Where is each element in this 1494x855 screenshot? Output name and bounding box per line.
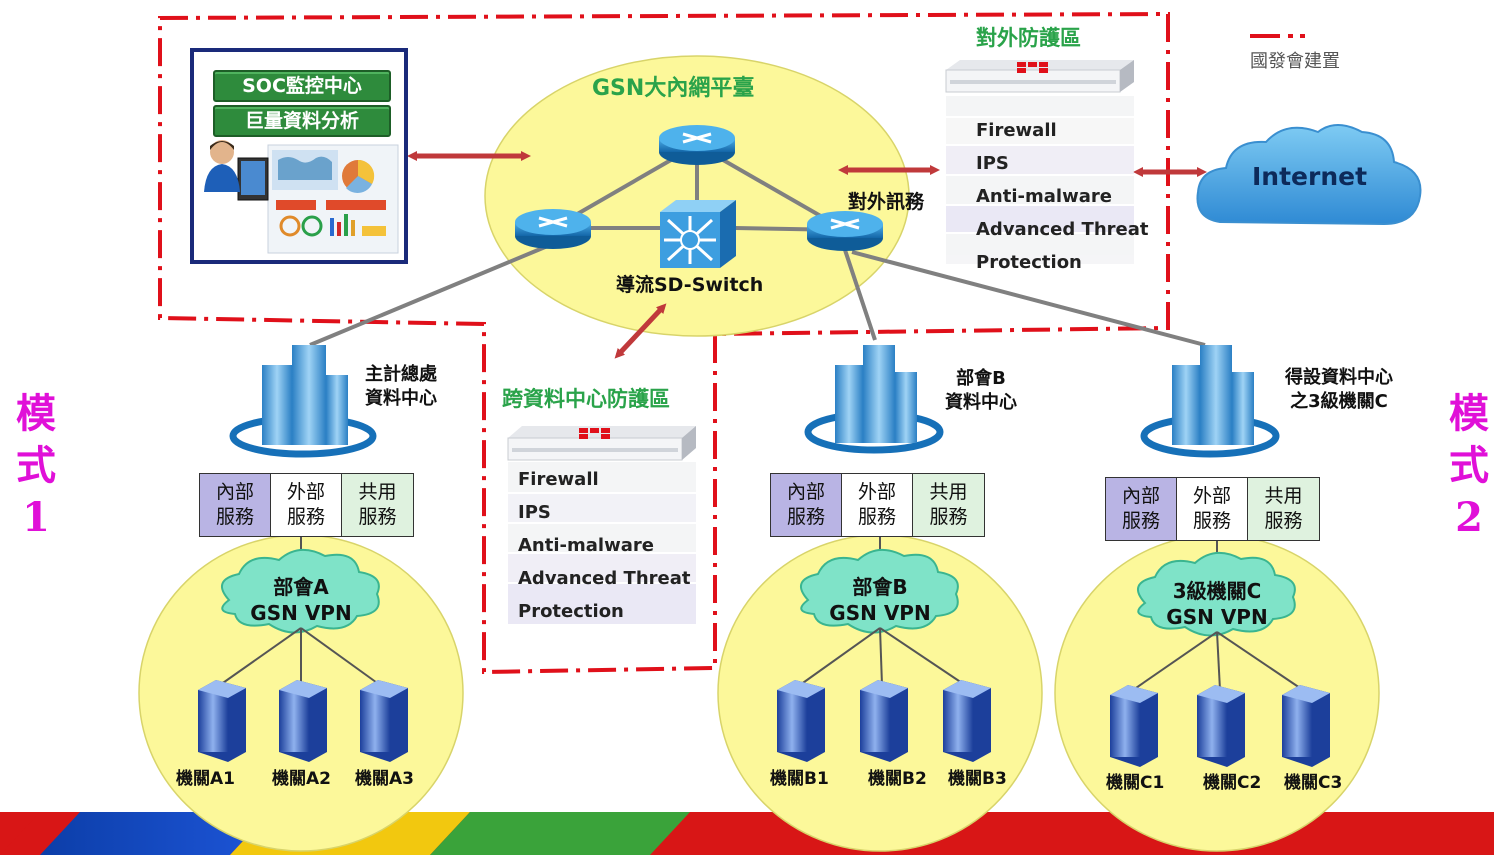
site-a-internal-service: 內部 服務	[200, 474, 271, 536]
legend-label: 國發會建置	[1250, 51, 1340, 72]
agency-b2-label: 機關B2	[868, 769, 927, 789]
external-traffic-label: 對外訊務	[848, 191, 925, 213]
legend	[1250, 34, 1305, 38]
ext-ips-label: IPS	[976, 153, 1009, 174]
site-a-graphics	[138, 345, 464, 852]
agency-b1-label: 機關B1	[770, 769, 829, 789]
site-b-graphics	[717, 345, 1043, 852]
arrows	[407, 151, 1207, 359]
site-c-external-service: 外部 服務	[1177, 478, 1248, 540]
site-c-vpn-label: 3級機關C GSN VPN	[1166, 579, 1268, 629]
site-c-datacenter-label: 得設資料中心 之3級機關C	[1285, 367, 1393, 412]
site-a-external-service: 外部 服務	[271, 474, 342, 536]
agency-c2-label: 機關C2	[1203, 773, 1262, 793]
site-b-shared-service: 共用 服務	[913, 474, 984, 536]
internet-cloud-icon	[1196, 124, 1422, 226]
ext-protection-label: Protection	[976, 252, 1082, 273]
agency-a1-label: 機關A1	[176, 769, 235, 789]
ext-firewall-label: Firewall	[976, 120, 1057, 141]
internet-label: Internet	[1252, 162, 1368, 191]
site-c-service-table: 內部 服務 外部 服務 共用 服務	[1105, 477, 1320, 541]
site-a-datacenter-label: 主計總處 資料中心	[365, 364, 437, 409]
platform-links	[309, 243, 1206, 347]
router-left	[515, 209, 591, 249]
cross-advanced-threat-label: Advanced Threat	[518, 568, 691, 589]
cross-protection-label: Protection	[518, 601, 624, 622]
big-data-analysis-button: 巨量資料分析	[213, 105, 391, 137]
site-a-service-table: 內部 服務 外部 服務 共用 服務	[199, 473, 414, 537]
router-top	[659, 125, 735, 165]
agency-a3-label: 機關A3	[355, 769, 414, 789]
site-c-graphics	[1054, 345, 1380, 852]
agency-c1-label: 機關C1	[1106, 773, 1165, 793]
cross-ips-label: IPS	[518, 502, 551, 523]
site-b-service-table: 內部 服務 外部 服務 共用 服務	[770, 473, 985, 537]
soc-monitoring-button: SOC監控中心	[213, 70, 391, 102]
site-c-shared-service: 共用 服務	[1248, 478, 1319, 540]
cross-firewall-label: Firewall	[518, 469, 599, 490]
site-b-external-service: 外部 服務	[842, 474, 913, 536]
site-a-vpn-label: 部會A GSN VPN	[250, 575, 352, 625]
platform-title: GSN大內網平臺	[592, 76, 755, 101]
router-right	[807, 211, 883, 251]
external-zone-title: 對外防護區	[976, 26, 1081, 50]
agency-a2-label: 機關A2	[272, 769, 331, 789]
site-c-internal-service: 內部 服務	[1106, 478, 1177, 540]
sd-switch-label: 導流SD-Switch	[616, 274, 764, 296]
cross-zone-title: 跨資料中心防護區	[502, 387, 670, 411]
site-a-shared-service: 共用 服務	[342, 474, 413, 536]
sd-switch-icon	[660, 200, 736, 268]
site-b-vpn-label: 部會B GSN VPN	[829, 575, 931, 625]
site-b-datacenter-label: 部會B 資料中心	[945, 368, 1017, 413]
external-firewall-appliance	[945, 60, 1134, 264]
ext-advanced-threat-label: Advanced Threat	[976, 219, 1149, 240]
agency-built-boundary	[158, 11, 1170, 675]
agency-c3-label: 機關C3	[1284, 773, 1343, 793]
ext-antimalware-label: Anti-malware	[976, 186, 1112, 207]
site-b-internal-service: 內部 服務	[771, 474, 842, 536]
cross-antimalware-label: Anti-malware	[518, 535, 654, 556]
cross-datacenter-firewall-appliance	[507, 426, 696, 624]
agency-b3-label: 機關B3	[948, 769, 1007, 789]
